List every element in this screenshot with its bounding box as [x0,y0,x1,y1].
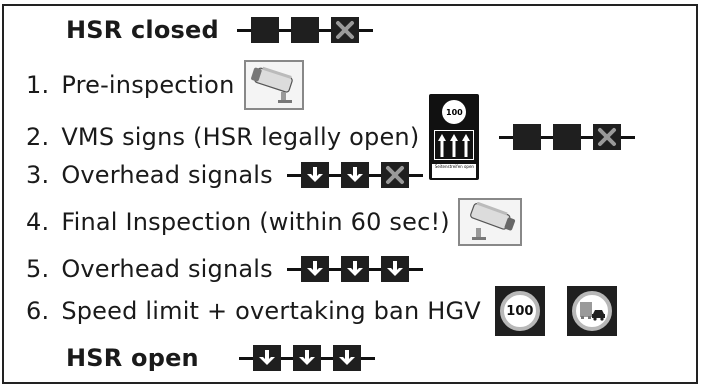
cross-icon [593,124,622,150]
step-5-text: Overhead signals [61,255,273,283]
gantry-beam [368,173,381,177]
camera-icon [457,198,522,246]
step-1-text: Pre-inspection [61,71,235,99]
gantry-beam [280,356,293,360]
gantry-beam [328,267,341,271]
cross-icon [330,17,359,43]
step-1-row: 1. Pre-inspection [26,60,305,110]
step-4-number: 4. [26,208,50,236]
signal-gantry-step2 [499,124,636,150]
hsr-open-row: HSR open [66,344,375,372]
step-2-row: 2. VMS signs (HSR legally open) 100 Seit… [26,94,636,180]
gantry-beam [358,28,373,32]
gantry-beam [286,173,301,177]
vms-sign-icon: 100 Seitenstreifen open [429,94,480,180]
blank-signal [553,124,582,150]
step-5-number: 5. [26,255,50,283]
signal-gantry-step5 [286,256,423,282]
step-2-text: VMS signs (HSR legally open) [61,123,420,151]
gantry-beam [328,173,341,177]
signal-gantry-step3 [286,162,423,188]
arrow-down-icon [340,162,369,188]
gantry-beam [320,356,333,360]
speed-limit-value: 100 [499,291,540,331]
blank-signal [250,17,279,43]
cross-icon [380,162,409,188]
step-5-row: 5. Overhead signals [26,255,423,283]
step-3-text: Overhead signals [61,161,273,189]
step-6-row: 6. Speed limit + overtaking ban HGV 100 [26,286,617,336]
step-3-row: 3. Overhead signals [26,161,423,189]
gantry-beam [581,135,594,139]
hsr-closed-row: HSR closed [66,16,373,44]
blank-signal [290,17,319,43]
step-1-number: 1. [26,71,50,99]
gantry-beam [541,135,554,139]
gantry-beam [318,28,331,32]
hsr-open-title: HSR open [66,344,199,372]
vms-speed-value: 100 [442,100,467,124]
arrow-down-icon [300,162,329,188]
step-6-number: 6. [26,297,50,325]
signal-gantry-open [238,345,375,371]
gantry-beam [360,356,375,360]
hgv-overtaking-ban-icon [566,286,617,336]
hsr-closed-title: HSR closed [66,16,219,44]
arrow-down-icon [292,345,321,371]
gantry-beam [238,356,253,360]
blank-signal [513,124,542,150]
step-4-text: Final Inspection (within 60 sec!) [61,208,450,236]
gantry-beam [236,28,251,32]
gantry-beam [621,135,636,139]
gantry-beam [286,267,301,271]
step-4-row: 4. Final Inspection (within 60 sec!) [26,198,522,246]
signal-gantry-closed [236,17,373,43]
step-2-number: 2. [26,123,50,151]
gantry-beam [368,267,381,271]
arrow-down-icon [300,256,329,282]
vms-lane-arrows-icon [434,130,475,160]
speed-limit-100-icon: 100 [494,286,545,336]
diagram-frame [2,4,698,384]
gantry-beam [278,28,291,32]
step-6-text: Speed limit + overtaking ban HGV [61,297,481,325]
vms-footer-text: Seitenstreifen open [432,164,477,178]
step-3-number: 3. [26,161,50,189]
arrow-down-icon [340,256,369,282]
gantry-beam [408,267,423,271]
camera-icon [244,60,305,110]
gantry-beam [408,173,423,177]
arrow-down-icon [252,345,281,371]
arrow-down-icon [332,345,361,371]
gantry-beam [499,135,514,139]
arrow-down-icon [380,256,409,282]
